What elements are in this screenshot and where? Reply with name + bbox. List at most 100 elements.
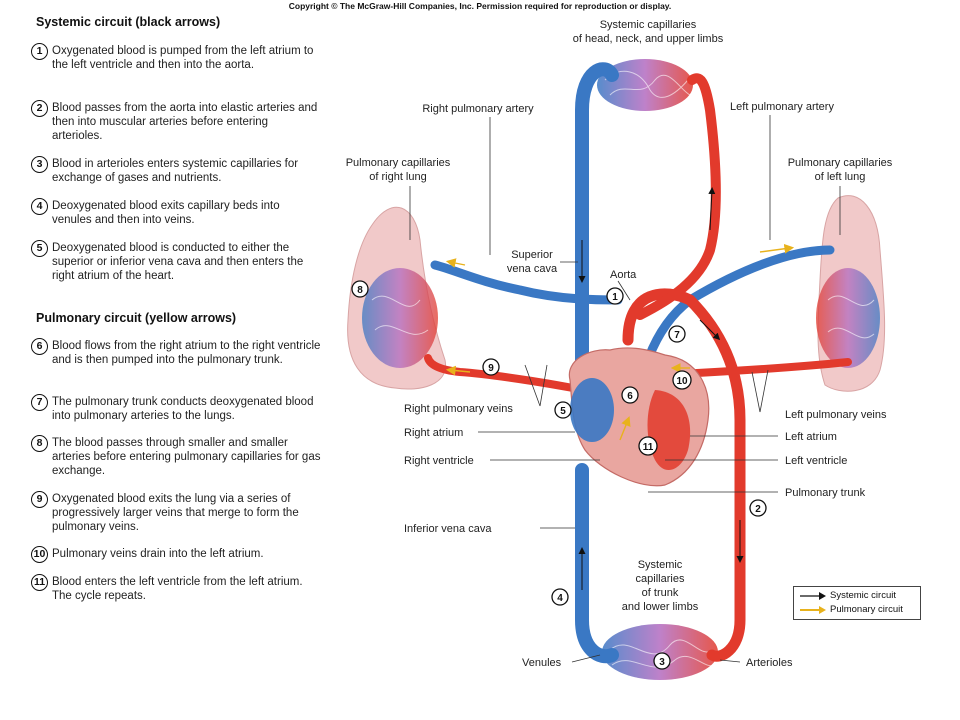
step-text: Deoxygenated blood is conducted to eithe… (52, 242, 304, 282)
legend-pulmonary-text: Pulmonary circuit (830, 604, 903, 615)
label-systemic-capillaries-lower-2: capillaries (636, 573, 685, 585)
label-systemic-capillaries-lower-4: and lower limbs (622, 601, 699, 613)
marker-8: 8 (351, 280, 369, 298)
label-superior-vena-cava-1: Superior (511, 249, 553, 261)
step-number: 5 (31, 240, 48, 257)
capillary-bed-right-lung (362, 268, 438, 368)
step-10: 10 Pulmonary veins drain into the left a… (31, 546, 321, 563)
label-pulmonary-capillaries-left-1: Pulmonary capillaries (788, 157, 893, 169)
label-aorta: Aorta (610, 269, 637, 281)
label-systemic-capillaries-upper-1: Systemic capillaries (600, 19, 697, 31)
marker-2: 2 (749, 499, 767, 517)
step-text: Pulmonary veins drain into the left atri… (52, 548, 264, 560)
svg-text:1: 1 (612, 292, 618, 303)
step-text: Blood in arterioles enters systemic capi… (52, 158, 299, 184)
copyright-notice: Copyright © The McGraw-Hill Companies, I… (288, 1, 672, 11)
label-right-pulmonary-artery: Right pulmonary artery (422, 103, 534, 115)
step-text: Deoxygenated blood exits capillary beds … (52, 200, 280, 226)
label-right-ventricle: Right ventricle (404, 455, 474, 467)
step-number: 1 (31, 43, 48, 60)
label-left-ventricle: Left ventricle (785, 455, 847, 467)
step-3: 3 Blood in arterioles enters systemic ca… (31, 156, 321, 185)
step-text: Oxygenated blood exits the lung via a se… (52, 493, 299, 533)
step-number: 2 (31, 100, 48, 117)
step-2: 2 Blood passes from the aorta into elast… (31, 100, 321, 143)
step-1: 1 Oxygenated blood is pumped from the le… (31, 43, 321, 72)
label-systemic-capillaries-lower-1: Systemic (638, 559, 683, 571)
diagram-step-markers: 1 2 3 4 5 6 7 8 9 10 11 (351, 280, 767, 670)
marker-6: 6 (621, 386, 639, 404)
black-arrow-icon (800, 591, 826, 600)
label-left-atrium: Left atrium (785, 431, 837, 443)
label-pulmonary-trunk: Pulmonary trunk (785, 487, 866, 499)
step-11: 11 Blood enters the left ventricle from … (31, 574, 321, 603)
left-ventricle-shape (647, 390, 691, 471)
step-text: Oxygenated blood is pumped from the left… (52, 45, 314, 71)
step-number: 7 (31, 394, 48, 411)
step-4: 4 Deoxygenated blood exits capillary bed… (31, 198, 321, 227)
svg-text:4: 4 (557, 593, 563, 604)
label-arterioles: Arterioles (746, 657, 793, 669)
systemic-circuit-title: Systemic circuit (black arrows) (36, 15, 221, 29)
step-text: The pulmonary trunk conducts deoxygenate… (52, 396, 314, 422)
yellow-arrow-icon (800, 605, 826, 614)
svg-text:3: 3 (659, 657, 665, 668)
marker-5: 5 (554, 401, 572, 419)
marker-7: 7 (668, 325, 686, 343)
step-9: 9 Oxygenated blood exits the lung via a … (31, 491, 321, 534)
svg-text:2: 2 (755, 504, 761, 515)
marker-9: 9 (482, 358, 500, 376)
capillary-bed-lower (602, 624, 718, 680)
label-left-pulmonary-artery: Left pulmonary artery (730, 101, 834, 113)
capillary-bed-upper (597, 59, 693, 111)
svg-text:7: 7 (674, 330, 680, 341)
step-text: Blood passes from the aorta into elastic… (52, 102, 318, 142)
pulmonary-arrows (445, 243, 795, 441)
step-6: 6 Blood flows from the right atrium to t… (31, 338, 321, 367)
step-number: 11 (31, 574, 48, 591)
step-8: 8 The blood passes through smaller and s… (31, 435, 321, 478)
svg-text:8: 8 (357, 285, 363, 296)
right-atrium-shape (570, 378, 614, 442)
label-pulmonary-capillaries-right-1: Pulmonary capillaries (346, 157, 451, 169)
pulmonary-circuit-title: Pulmonary circuit (yellow arrows) (36, 311, 237, 325)
legend-systemic-text: Systemic circuit (830, 590, 896, 601)
label-systemic-capillaries-upper-2: of head, neck, and upper limbs (573, 33, 724, 45)
label-inferior-vena-cava: Inferior vena cava (404, 523, 492, 535)
step-number: 10 (31, 546, 48, 563)
legend: Systemic circuit Pulmonary circuit (793, 586, 921, 620)
legend-systemic: Systemic circuit (800, 590, 896, 601)
svg-text:9: 9 (488, 363, 494, 374)
label-left-pulmonary-veins: Left pulmonary veins (785, 409, 887, 421)
label-right-atrium: Right atrium (404, 427, 463, 439)
systemic-arrows (578, 187, 744, 590)
marker-4: 4 (551, 588, 569, 606)
svg-text:5: 5 (560, 406, 566, 417)
step-number: 8 (31, 435, 48, 452)
diagram-labels: Systemic capillaries of head, neck, and … (346, 19, 893, 669)
step-text: Blood flows from the right atrium to the… (52, 340, 321, 366)
label-pulmonary-capillaries-right-2: of right lung (369, 171, 426, 183)
svg-text:11: 11 (643, 442, 654, 453)
svg-text:10: 10 (676, 376, 688, 387)
legend-pulmonary: Pulmonary circuit (800, 604, 903, 615)
step-5: 5 Deoxygenated blood is conducted to eit… (31, 240, 321, 283)
label-superior-vena-cava-2: vena cava (507, 263, 558, 275)
step-text: Blood enters the left ventricle from the… (52, 576, 303, 602)
capillary-bed-left-lung (816, 268, 880, 368)
circulation-diagram: Systemic capillaries of head, neck, and … (346, 19, 893, 680)
svg-text:6: 6 (627, 391, 633, 402)
label-systemic-capillaries-lower-3: of trunk (642, 587, 679, 599)
step-number: 9 (31, 491, 48, 508)
leader-lines (409, 115, 841, 663)
label-right-pulmonary-veins: Right pulmonary veins (404, 403, 513, 415)
step-7: 7 The pulmonary trunk conducts deoxygena… (31, 394, 321, 423)
marker-10: 10 (672, 370, 692, 390)
step-number: 4 (31, 198, 48, 215)
step-text: The blood passes through smaller and sma… (52, 437, 321, 477)
step-number: 3 (31, 156, 48, 173)
marker-3: 3 (653, 652, 671, 670)
marker-1: 1 (606, 287, 624, 305)
marker-11: 11 (638, 436, 658, 456)
